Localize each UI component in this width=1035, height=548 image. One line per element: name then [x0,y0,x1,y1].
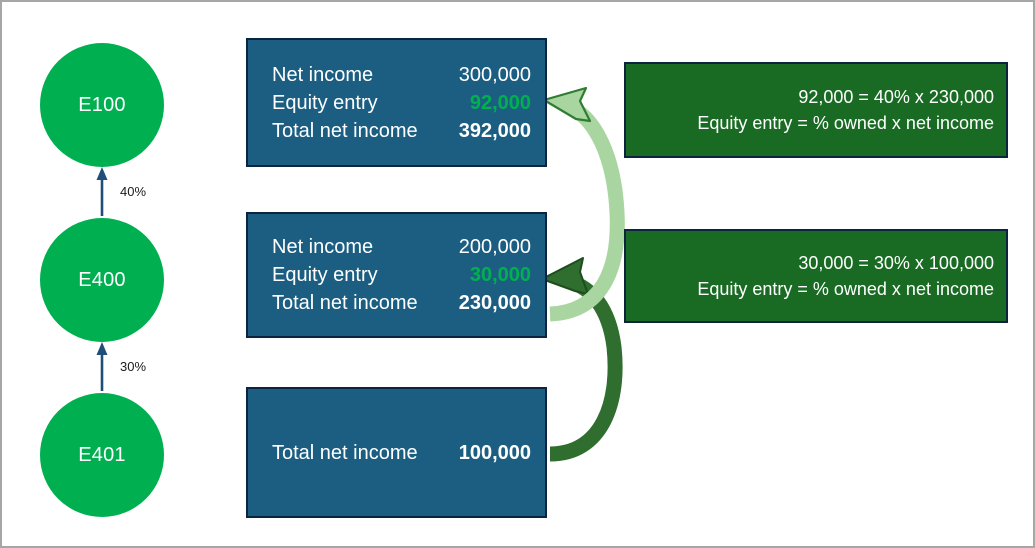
income-row-equity: Equity entry 92,000 [272,89,531,117]
income-box-e100: Net income 300,000 Equity entry 92,000 T… [246,38,547,167]
ownership-connector-e401-e400 [96,342,108,391]
row-label: Equity entry [272,264,378,286]
ownership-label-40: 40% [120,184,147,199]
row-value: 30,000 [469,264,531,286]
income-row-total: Total net income 230,000 [272,289,531,317]
income-row-equity: Equity entry 30,000 [272,261,531,289]
entity-circle-e401[interactable]: E401 [40,393,164,517]
row-label: Total net income [272,441,418,464]
formula-line-definition: Equity entry = % owned x net income [697,113,994,133]
row-value: 100,000 [458,441,531,464]
income-row-total: Total net income 392,000 [272,117,531,145]
income-row-net: Net income 300,000 [272,61,531,89]
formula-box-e100: 92,000 = 40% x 230,000 Equity entry = % … [624,62,1008,158]
row-value: 230,000 [458,292,531,314]
row-label: Equity entry [272,91,378,114]
formula-box-e400: 30,000 = 30% x 100,000 Equity entry = % … [624,229,1008,323]
income-rows: Net income 200,000 Equity entry 30,000 T… [248,233,545,317]
row-label: Total net income [272,292,418,314]
row-label: Net income [272,236,374,258]
entity-label: E401 [78,443,126,466]
arrow-e401-to-e400 [541,257,623,462]
ownership-label-30: 30% [120,359,147,374]
formula-line-calculation: 92,000 = 40% x 230,000 [798,87,994,107]
row-label: Net income [272,63,374,86]
row-value: 392,000 [458,119,531,142]
row-value: 92,000 [469,91,531,114]
income-rows: Net income 300,000 Equity entry 92,000 T… [248,61,545,145]
arrow-e400-to-e100 [542,86,625,322]
entity-label: E100 [78,93,126,116]
entity-circle-e100[interactable]: E100 [40,43,164,167]
row-value: 300,000 [458,63,531,86]
row-label: Total net income [272,119,418,142]
entity-circle-e400[interactable]: E400 [40,218,164,342]
income-box-e400: Net income 200,000 Equity entry 30,000 T… [246,212,547,338]
formula-line-calculation: 30,000 = 30% x 100,000 [798,253,994,273]
income-box-e401: Total net income 100,000 [246,387,547,518]
ownership-connector-e400-e100 [96,167,108,216]
income-row-net: Net income 200,000 [272,233,531,261]
entity-label: E400 [78,268,126,291]
income-rows: Total net income 100,000 [248,439,545,467]
income-row-total: Total net income 100,000 [272,439,531,467]
row-value: 200,000 [458,236,531,258]
formula-line-definition: Equity entry = % owned x net income [697,279,994,299]
